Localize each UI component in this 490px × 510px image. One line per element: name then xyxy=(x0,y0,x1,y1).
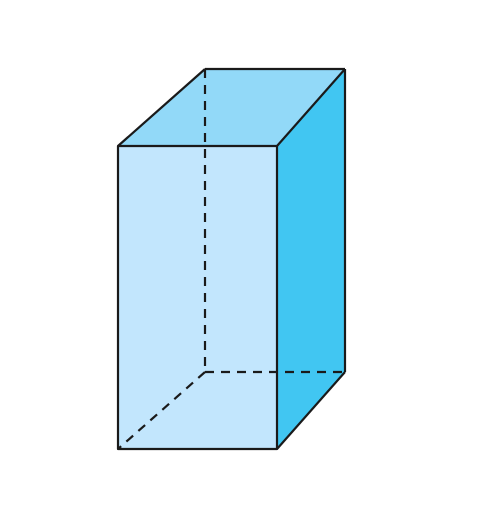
edge-top-right-diagonal xyxy=(276,68,346,147)
front-face xyxy=(118,146,277,449)
top-face xyxy=(118,69,345,146)
hidden-edges xyxy=(117,69,345,450)
prism xyxy=(116,67,347,451)
visible-edges xyxy=(116,67,347,451)
hidden-edge-bottom-left xyxy=(117,371,206,450)
edge-bottom-right-diagonal xyxy=(276,371,346,450)
right-face xyxy=(277,69,345,449)
edge-top-left-diagonal xyxy=(117,68,206,147)
